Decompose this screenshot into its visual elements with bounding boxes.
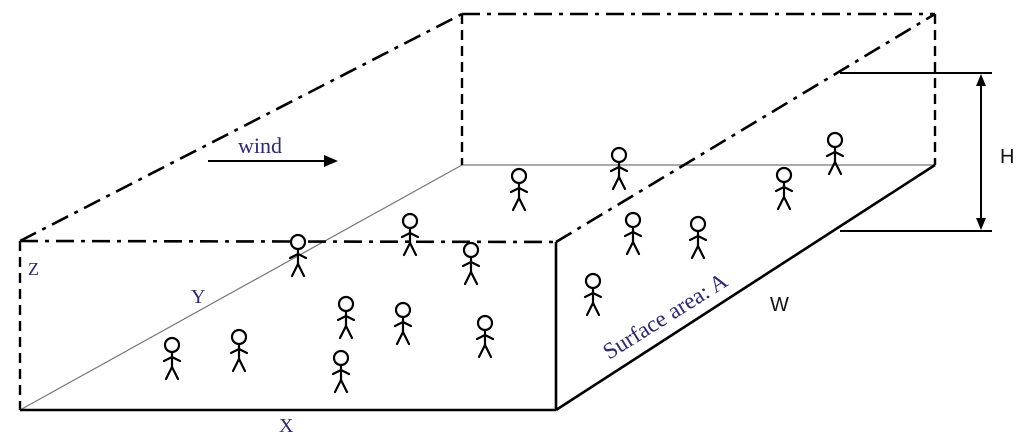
dashdot-edges xyxy=(19,12,936,244)
stick-figure-icon xyxy=(336,295,356,340)
y-label: Y xyxy=(191,286,205,308)
height-arrow-up xyxy=(976,74,986,86)
stick-figure-icon xyxy=(688,215,708,260)
h-label: H xyxy=(1000,146,1014,168)
height-arrow-down xyxy=(976,218,986,230)
surface-area-label: Surface area: A xyxy=(598,268,732,365)
stick-figure-icon xyxy=(609,146,629,191)
stick-figure-icon xyxy=(393,301,413,346)
thin-edges xyxy=(19,164,935,411)
wind-arrow-icon xyxy=(208,155,338,167)
stick-figure-icon xyxy=(475,314,495,359)
stick-figure-icon xyxy=(288,233,308,278)
stick-figure-icon xyxy=(162,336,182,381)
stick-figure-icon xyxy=(461,241,481,286)
floor-diagonal-y xyxy=(19,164,463,411)
right-bottom-edge-w xyxy=(555,163,936,412)
stick-figure-icon xyxy=(623,211,643,256)
top-left-edge xyxy=(19,12,463,243)
top-front-edge xyxy=(19,239,557,244)
stick-figure-icon xyxy=(229,328,249,373)
wind-label: wind xyxy=(238,133,282,158)
x-label: X xyxy=(279,415,294,437)
stick-figure-icon xyxy=(400,212,420,257)
people-group xyxy=(162,131,845,394)
solid-edges xyxy=(20,163,936,412)
dashed-edges xyxy=(18,14,937,410)
stick-figure-icon xyxy=(331,349,351,394)
stick-figure-icon xyxy=(825,131,845,176)
stick-figure-icon xyxy=(583,272,603,317)
w-label: W xyxy=(770,294,789,316)
z-label: Z xyxy=(28,259,39,279)
height-dimension xyxy=(840,72,992,232)
stick-figure-icon xyxy=(509,167,529,212)
stick-figure-icon xyxy=(774,166,794,211)
top-right-edge xyxy=(555,12,936,244)
